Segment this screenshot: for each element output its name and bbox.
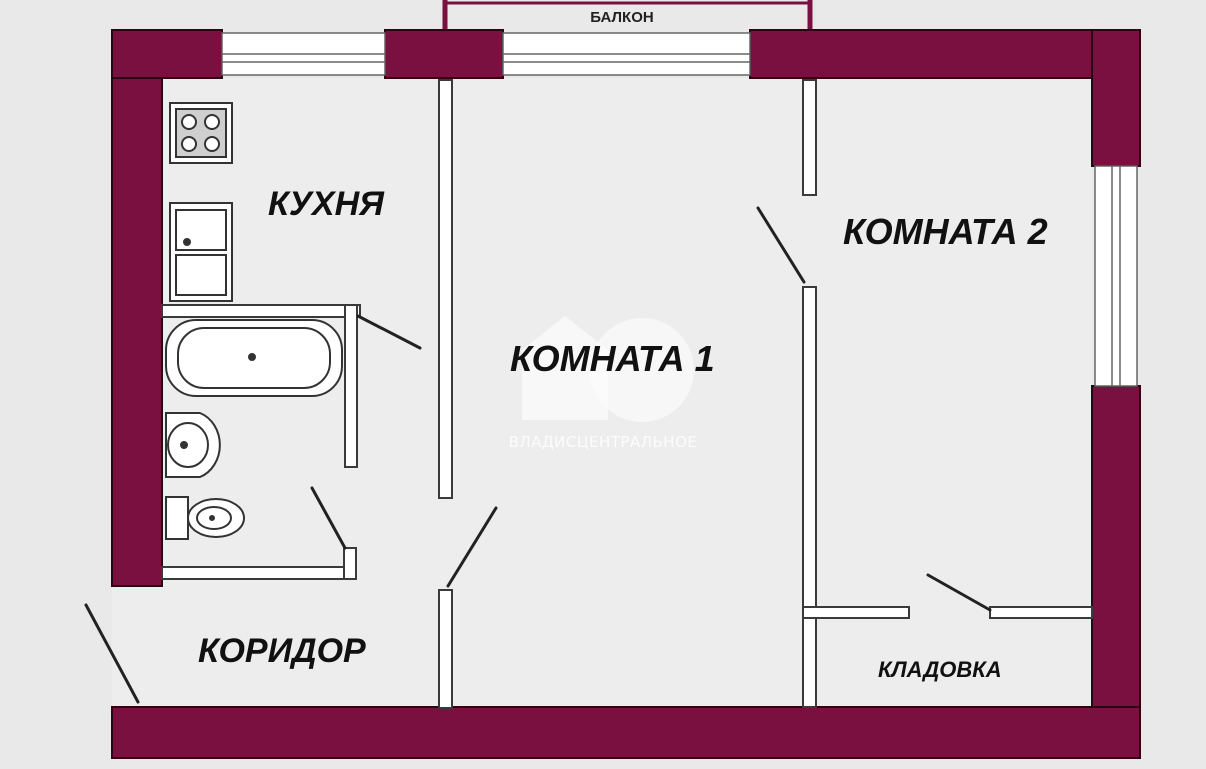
interior-walls <box>161 79 1093 709</box>
room-labels: КУХНЯ КОМНАТА 1 КОМНАТА 2 КОРИДОР КЛАДОВ… <box>198 185 1048 682</box>
room-label-storage: КЛАДОВКА <box>878 657 1002 682</box>
balcony: БАЛКОН <box>442 0 813 30</box>
wall-room1-room2-top <box>802 79 817 196</box>
window-room1 <box>502 32 751 76</box>
wall-storage-left <box>802 606 910 619</box>
wall-bath-door-jamb <box>343 547 357 580</box>
wall-room1-room2 <box>802 286 817 708</box>
sink-icon <box>169 202 233 302</box>
room-label-room2: КОМНАТА 2 <box>843 211 1048 252</box>
window-room2 <box>1094 165 1138 387</box>
watermark-logo-icon <box>522 316 608 420</box>
bathtub-icon <box>165 319 343 397</box>
watermark-circle-icon <box>590 318 694 422</box>
wall-kitchen-room1 <box>438 79 453 499</box>
room-label-room1: КОМНАТА 1 <box>510 338 715 379</box>
room-label-corridor: КОРИДОР <box>198 632 366 670</box>
wall-bath-bottom <box>161 566 357 580</box>
wall-bath-right <box>344 304 358 468</box>
watermark: ВЛАДИСЦЕНТРАЛЬНОЕ <box>509 316 698 451</box>
wall-top-middle <box>384 29 504 79</box>
wall-right-upper <box>1091 29 1141 167</box>
wall-left <box>111 29 163 587</box>
wall-corridor-room1 <box>438 589 453 709</box>
window-kitchen <box>221 32 386 76</box>
doors <box>84 206 992 704</box>
stove-icon <box>169 102 233 164</box>
door-room1 <box>446 506 498 588</box>
toilet-icon <box>165 496 245 540</box>
watermark-text: ВЛАДИСЦЕНТРАЛЬНОЕ <box>509 433 698 451</box>
door-storage <box>926 573 992 612</box>
wall-right-lower <box>1091 385 1141 759</box>
corridor-floor <box>112 585 162 710</box>
door-kitchen <box>356 314 422 350</box>
wall-kitchen-bath <box>161 304 361 318</box>
wall-storage-right <box>989 606 1093 619</box>
door-bathroom <box>310 486 347 550</box>
door-entrance <box>84 603 140 704</box>
wall-top-left <box>111 29 223 79</box>
wall-top-right <box>749 29 1141 79</box>
room-label-kitchen: КУХНЯ <box>268 185 385 223</box>
windows <box>221 32 1138 387</box>
door-room2 <box>756 206 806 284</box>
fixtures <box>165 102 343 540</box>
balcony-label: БАЛКОН <box>590 9 653 26</box>
washbasin-icon <box>165 412 221 478</box>
wall-bottom <box>111 706 1141 759</box>
